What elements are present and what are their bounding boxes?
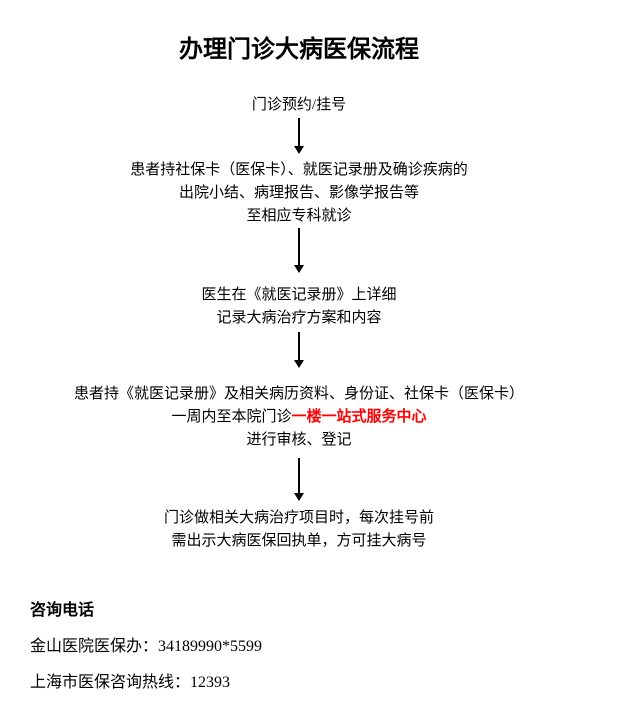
step-text-line: 进行审核、登记	[246, 432, 352, 448]
flow-step-service-center-review: 患者持《就医记录册》及相关病历资料、身份证、社保卡（医保卡） 一周内至本院门诊一…	[0, 383, 598, 452]
down-arrow-icon	[298, 118, 300, 146]
step-text-prefix: 一周内至本院门诊	[171, 409, 292, 425]
flowchart-wrapper: 办理门诊大病医保流程 门诊预约/挂号 患者持社保卡（医保卡）、就医记录册及确诊疾…	[0, 36, 598, 694]
contact-item-hospital: 金山医院医保办：34189990*5599	[30, 636, 598, 658]
step-text-line: 记录大病治疗方案和内容	[216, 310, 382, 326]
contact-phone-number: 12393	[190, 674, 231, 691]
flow-step-show-receipt: 门诊做相关大病治疗项目时，每次挂号前 需出示大病医保回执单，方可挂大病号	[0, 507, 598, 553]
contact-label: 金山医院医保办：	[30, 638, 159, 655]
flowchart: 门诊预约/挂号 患者持社保卡（医保卡）、就医记录册及确诊疾病的 出院小结、病理报…	[0, 94, 598, 553]
step-text-line: 门诊做相关大病治疗项目时，每次挂号前	[163, 510, 434, 526]
down-arrow-icon	[298, 228, 300, 265]
flow-step-doctor-record: 医生在《就医记录册》上详细 记录大病治疗方案和内容	[0, 284, 598, 330]
down-arrow-icon	[298, 332, 300, 360]
down-arrow-icon	[298, 458, 300, 493]
flow-step-bring-documents: 患者持社保卡（医保卡）、就医记录册及确诊疾病的 出院小结、病理报告、影像学报告等…	[0, 159, 598, 228]
contact-item-hotline: 上海市医保咨询热线：12393	[30, 672, 598, 694]
step-text-line: 一周内至本院门诊一楼一站式服务中心	[0, 406, 598, 429]
flow-step-appointment: 门诊预约/挂号	[0, 94, 598, 117]
step-text-line: 出院小结、病理报告、影像学报告等	[178, 185, 419, 201]
contact-section: 咨询电话 金山医院医保办：34189990*5599 上海市医保咨询热线：123…	[30, 600, 598, 694]
step-text-line: 医生在《就医记录册》上详细	[201, 287, 397, 303]
step-text-line: 门诊预约/挂号	[251, 97, 347, 113]
contact-label: 上海市医保咨询热线：	[30, 674, 191, 691]
step-text-line: 需出示大病医保回执单，方可挂大病号	[171, 533, 427, 549]
step-text-line: 患者持《就医记录册》及相关病历资料、身份证、社保卡（医保卡）	[73, 386, 524, 402]
service-center-highlight: 一楼一站式服务中心	[291, 409, 427, 425]
page-title: 办理门诊大病医保流程	[179, 37, 419, 63]
step-text-line: 患者持社保卡（医保卡）、就医记录册及确诊疾病的	[130, 162, 468, 178]
contact-heading: 咨询电话	[30, 602, 95, 619]
step-text-line: 至相应专科就诊	[246, 208, 352, 224]
contact-phone-number: 34189990*5599	[158, 638, 263, 655]
